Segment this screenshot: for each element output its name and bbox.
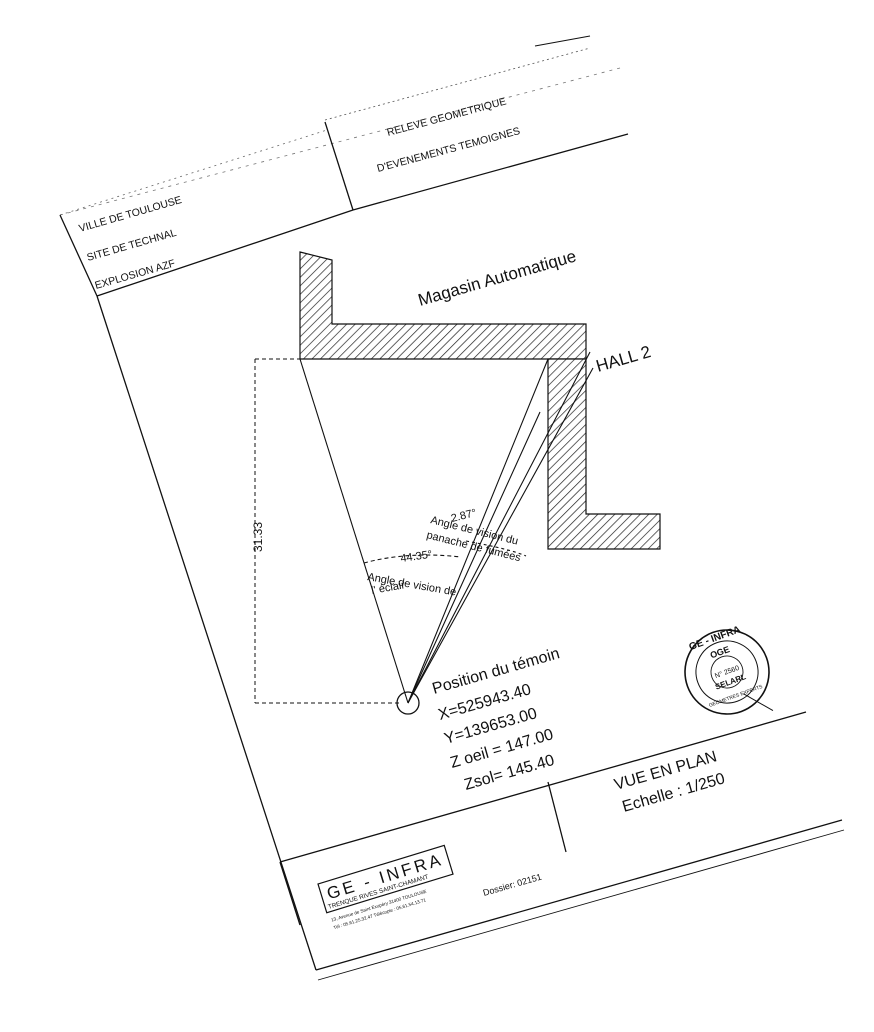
angle-annotations: 2.87° Angle de vision du panache de fumé… [366, 507, 522, 599]
firm-logo-block: GE - INFRA TRENQUE RIVES SAINT-CHAMANT 1… [317, 844, 454, 930]
view-title-block: VUE EN PLAN Echelle : 1/250 [612, 748, 727, 816]
surveyor-stamp: GE - INFRA OGE N° 2560 SELARL GEOMETRES … [684, 624, 774, 715]
dossier-number: Dossier: 02151 [482, 872, 543, 898]
magasin-label: Magasin Automatique [416, 247, 578, 310]
distance-label: 31.33 [251, 522, 265, 552]
distance-dimension [254, 358, 400, 704]
sheet-frame [59, 35, 845, 981]
flash-angle-text-line2: l' éclair [370, 579, 406, 597]
firm-logo-box [317, 844, 454, 914]
flash-angle-arc [363, 554, 462, 564]
smoke-sight-line-a [407, 351, 591, 704]
witness-coordinates: Position du témoin X=525943.40 Y=139653.… [430, 645, 561, 794]
hall-label: HALL 2 [594, 342, 653, 376]
hall-wall [547, 358, 661, 550]
sight-lines [299, 351, 594, 704]
smoke-sight-line-c [407, 411, 541, 704]
building-walls [299, 251, 661, 550]
smoke-sight-line-b [407, 367, 594, 704]
flash-sight-line-left [299, 358, 409, 704]
smoke-angle-arc [465, 540, 527, 557]
flash-sight-line-right [407, 358, 549, 704]
flash-angle-value: 44.35° [400, 549, 433, 565]
site-label: SITE DE TECHNAL [86, 227, 178, 264]
survey-title-block: RELEVE GEOMETRIQUE D'EVENEMENTS TEMOIGNE… [376, 95, 522, 174]
event-label: EXPLOSION AZF [94, 258, 177, 292]
witness-position-marker [396, 691, 420, 715]
project-info-block: VILLE DE TOULOUSE SITE DE TECHNAL EXPLOS… [78, 194, 184, 292]
